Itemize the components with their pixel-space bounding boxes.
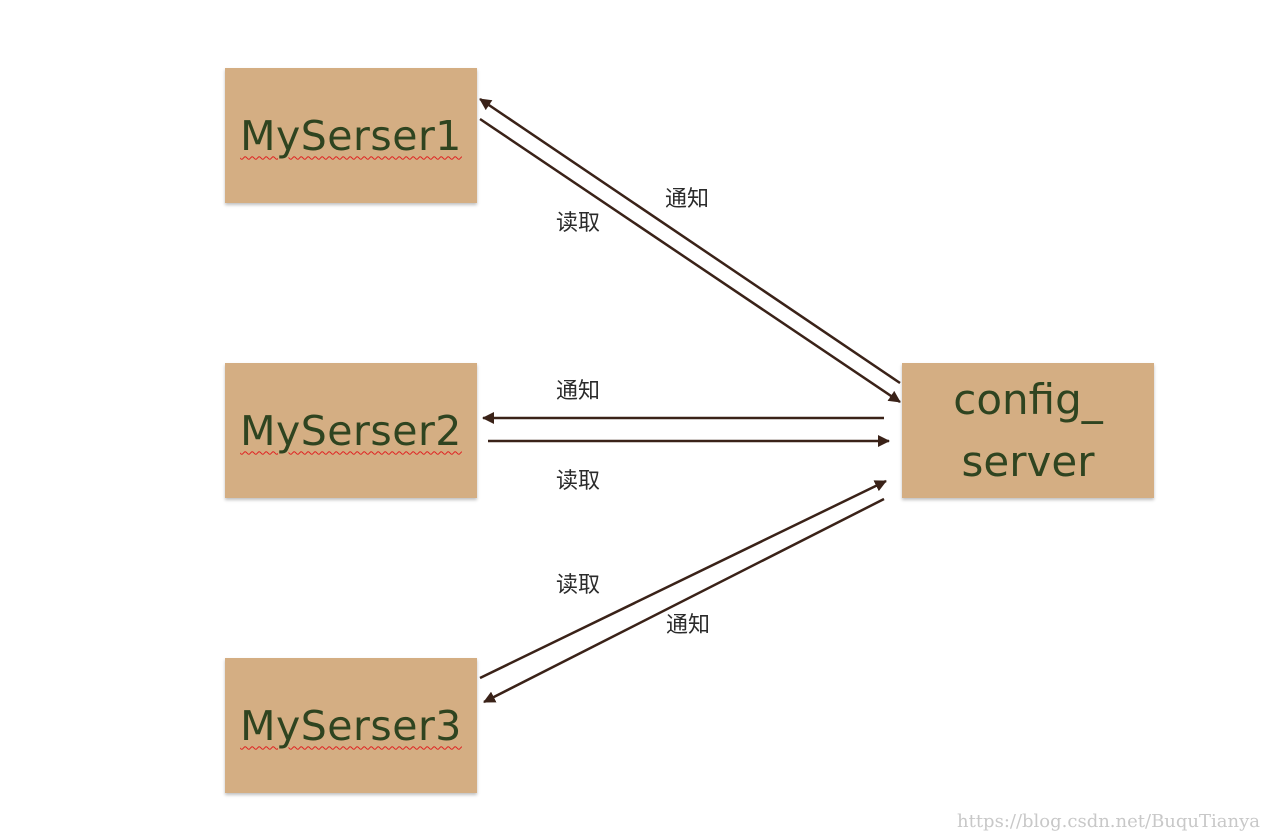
node-myserser1: MySerser1 xyxy=(225,68,477,203)
edge-label-s3-notify: 通知 xyxy=(666,613,711,638)
node-config-server-label: config_ server xyxy=(953,369,1103,493)
edge-label-s3-read: 读取 xyxy=(556,573,601,598)
node-myserser3-label: MySerser3 xyxy=(240,701,462,750)
arrow-server3-to-config-read xyxy=(479,479,887,680)
edge-label-s2-read: 读取 xyxy=(556,469,601,494)
edge-label-s2-notify: 通知 xyxy=(556,379,601,404)
config-label-line1: config_ xyxy=(953,374,1103,424)
node-myserser2: MySerser2 xyxy=(225,363,477,498)
arrow-config-to-server3-notify xyxy=(483,497,885,704)
node-myserser3: MySerser3 xyxy=(225,658,477,793)
arrow-server1-to-config-read xyxy=(479,117,901,404)
node-myserser2-label: MySerser2 xyxy=(240,406,462,455)
edge-label-s1-notify: 通知 xyxy=(665,187,710,212)
node-config-server: config_ server xyxy=(902,363,1154,498)
config-label-line2: server xyxy=(961,436,1095,486)
node-myserser1-label: MySerser1 xyxy=(240,111,462,160)
watermark-url: https://blog.csdn.net/BuquTianya xyxy=(957,811,1260,832)
arrow-config-to-server1-notify xyxy=(479,97,901,385)
edge-label-s1-read: 读取 xyxy=(556,211,601,236)
